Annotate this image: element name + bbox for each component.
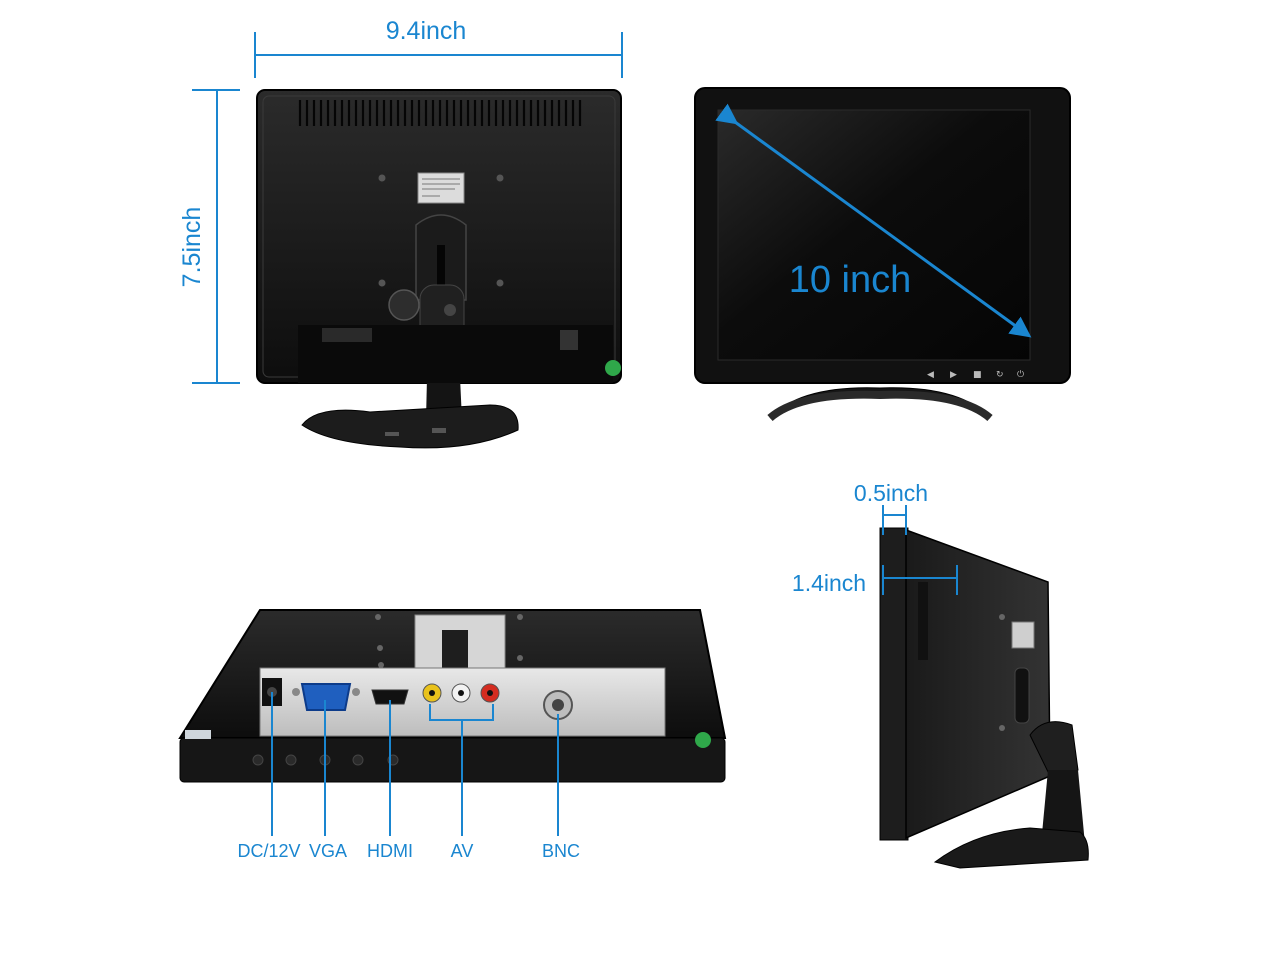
hdmi-port: [371, 689, 409, 705]
body-depth-label: 1.4inch: [792, 570, 866, 596]
svg-text:◀: ◀: [927, 370, 934, 380]
tilt-knob: [388, 289, 420, 321]
vga-port: [300, 683, 352, 711]
rear-label-sticker: [417, 172, 465, 204]
front-buttons: ◀ ▶ ■ ↻ ⏻: [927, 369, 1024, 380]
width-label: 9.4inch: [386, 17, 467, 45]
port-label-vga: VGA: [309, 841, 347, 861]
mounting-screws: [378, 174, 504, 287]
diagonal-label: 10 inch: [789, 259, 912, 301]
monitor-front-view: 10 inch ◀ ▶ ■ ↻ ⏻: [694, 87, 1071, 422]
svg-text:■: ■: [973, 370, 982, 380]
svg-text:⏻: ⏻: [1017, 369, 1024, 380]
port-label-av: AV: [451, 841, 474, 861]
body-depth-dimension: [882, 565, 958, 595]
port-label-dc: DC/12V: [237, 841, 300, 861]
green-sticker: [605, 360, 621, 376]
width-dimension-line: [254, 32, 623, 78]
port-label-bnc: BNC: [542, 841, 580, 861]
height-label: 7.5inch: [178, 207, 206, 288]
svg-text:▶: ▶: [950, 370, 957, 380]
monitor-back-view: 9.4inch 7.5inch: [178, 17, 623, 449]
bezel-depth-label: 0.5inch: [854, 480, 928, 506]
bezel-depth-dimension: [882, 505, 907, 535]
port-leader-lines: [271, 692, 559, 836]
monitor-ports-view: DC/12V VGA HDMI AV BNC: [178, 609, 727, 861]
diagonal-arrow: [715, 103, 1032, 338]
monitor-side-view: 0.5inch 1.4inch: [792, 480, 1089, 869]
vent-grille: [298, 100, 582, 126]
height-dimension-line: [192, 89, 240, 384]
svg-text:↻: ↻: [996, 370, 1004, 380]
port-label-hdmi: HDMI: [367, 841, 413, 861]
